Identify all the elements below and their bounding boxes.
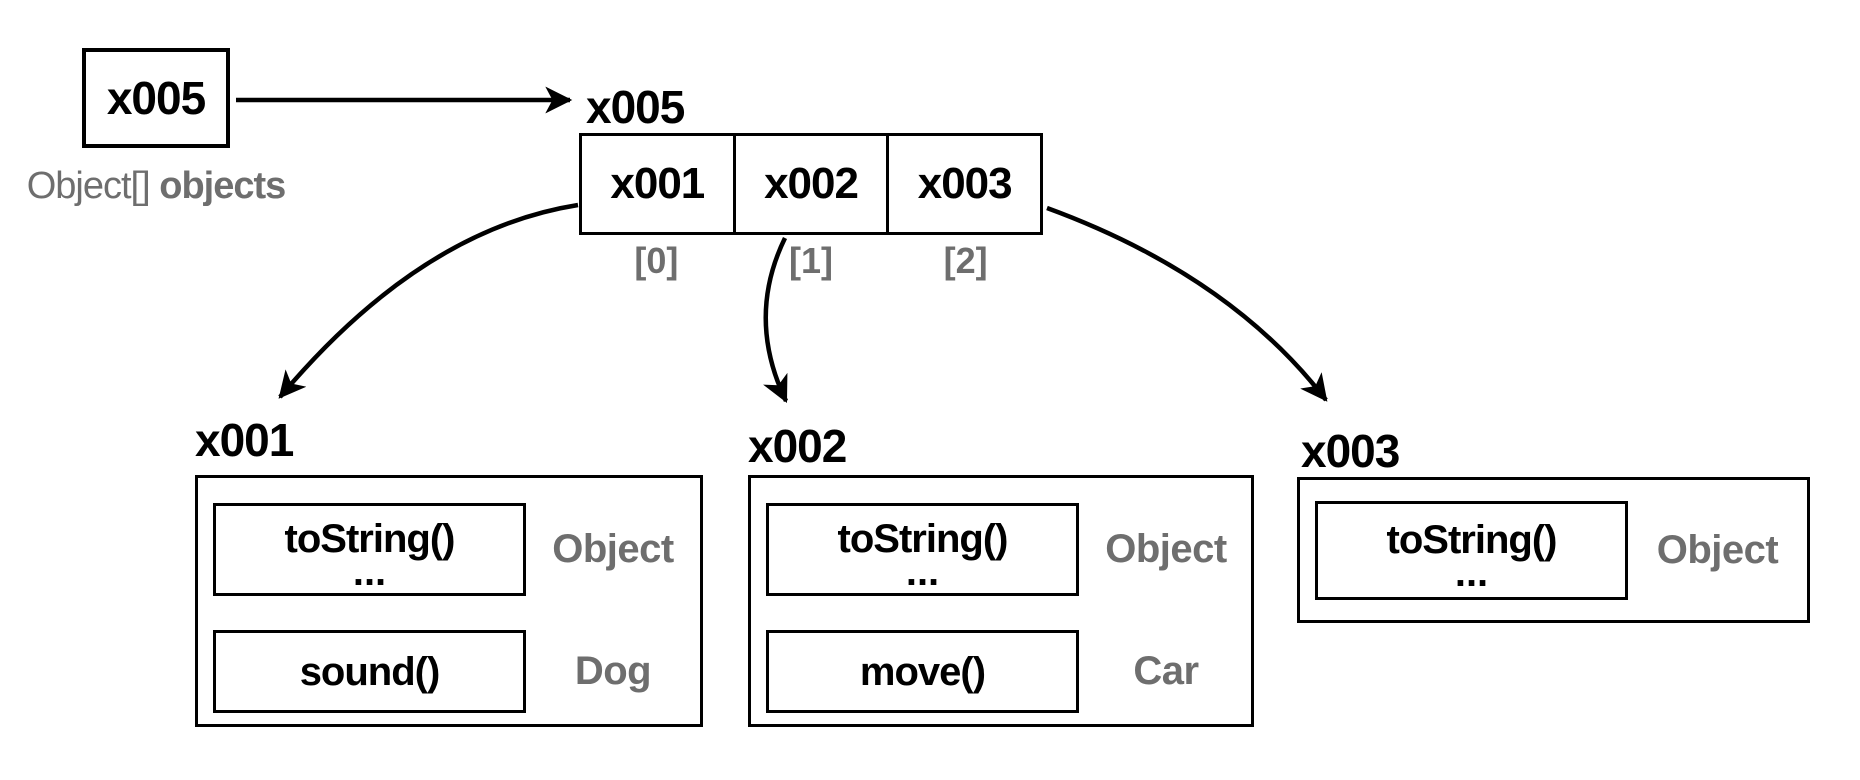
object-x003-box: toString() ... Object: [1297, 477, 1810, 623]
array-cell-value: x002: [764, 159, 859, 208]
array-cell-0: x001: [582, 136, 733, 232]
declaration-name: objects: [159, 165, 286, 207]
ellipsis-label: ...: [352, 549, 387, 594]
stack-variable-box: x005: [82, 48, 230, 148]
array-to-x001-arrow: [278, 202, 579, 399]
variable-declaration: Object[] objects: [18, 165, 294, 208]
array-cell-1: x002: [732, 136, 887, 232]
method-name: toString(): [284, 516, 456, 561]
array-cell-2: x003: [886, 136, 1040, 232]
object-x001-address-label: x001: [195, 414, 294, 466]
array-address-label: x005: [586, 81, 685, 133]
array-index-label-1: [1]: [789, 240, 833, 281]
method-box-tostring: toString() ...: [213, 503, 526, 596]
class-label-object: Object: [552, 527, 674, 571]
method-box-move: move(): [766, 630, 1079, 713]
method-box-tostring: toString() ...: [766, 503, 1079, 596]
class-label-object: Object: [1656, 528, 1779, 572]
array-index-label-0: [0]: [634, 240, 679, 281]
method-name: sound(): [299, 649, 441, 694]
array-index-label-2: [2]: [943, 240, 988, 281]
array-to-x003-arrow: [1046, 205, 1328, 402]
method-box-tostring: toString() ...: [1315, 501, 1628, 600]
method-box-sound: sound(): [213, 630, 526, 713]
object-x003-address-label: x003: [1301, 425, 1400, 477]
method-name: toString(): [837, 516, 1009, 561]
array-cell-value: x003: [917, 159, 1013, 208]
object-x002-address-label: x002: [748, 420, 847, 472]
ellipsis-label: ...: [905, 549, 940, 594]
object-x002-box: toString() ... Object move() Car: [748, 475, 1254, 727]
array-index-row: [0] [1] [2]: [579, 240, 1043, 282]
method-name: toString(): [1386, 517, 1558, 562]
method-name: move(): [859, 649, 986, 694]
object-x001-box: toString() ... Object sound() Dog: [195, 475, 703, 727]
class-label-dog: Dog: [574, 649, 652, 693]
class-label-car: Car: [1133, 649, 1199, 693]
object-array-box: x001 x002 x003: [579, 133, 1043, 235]
class-label-object: Object: [1105, 527, 1227, 571]
stack-variable-value: x005: [106, 72, 206, 124]
declaration-type: Object[]: [26, 165, 151, 207]
array-cell-value: x001: [610, 159, 705, 208]
ellipsis-label: ...: [1454, 550, 1489, 595]
